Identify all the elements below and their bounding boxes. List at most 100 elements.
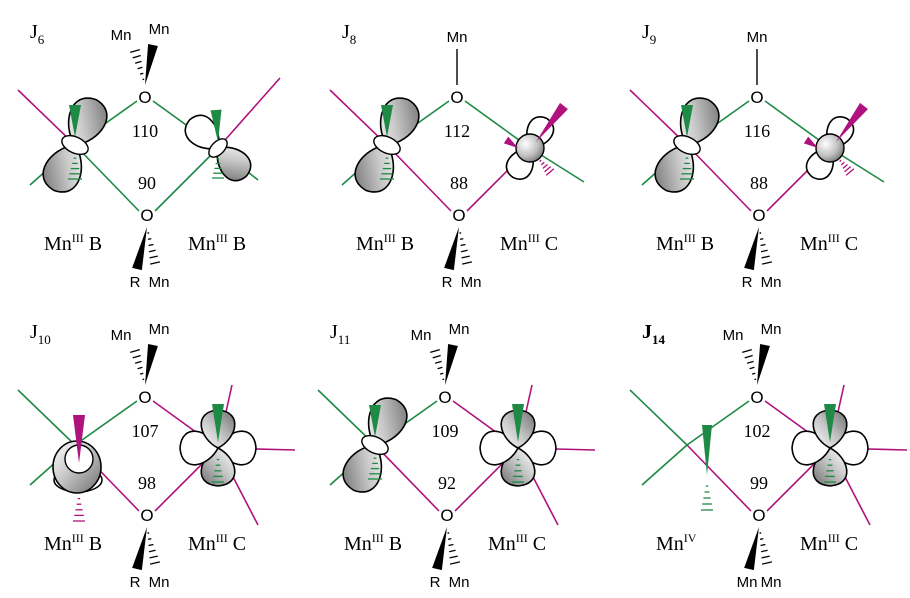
bridge-angle: 102: [744, 421, 771, 441]
bridge-angle: 88: [750, 173, 768, 193]
axial-hash: [212, 458, 224, 483]
bond: [217, 77, 281, 149]
bond: [686, 444, 752, 512]
axial-wedge: [512, 404, 524, 442]
orbital-lobe: [216, 146, 252, 182]
metal-label: MnIII B: [188, 231, 246, 255]
apical-wedge: [744, 227, 759, 271]
orbital-torus: [373, 134, 401, 156]
equatorial-wedge: [503, 136, 518, 148]
axial-wedge: [212, 404, 224, 442]
metal-label: MnIII B: [44, 531, 102, 555]
bond: [374, 444, 440, 512]
bridge-angle: 92: [438, 473, 456, 493]
bridge-angle: 109: [432, 421, 459, 441]
metal-label: MnIII C: [800, 531, 858, 555]
bond: [686, 144, 752, 212]
axial-hash: [539, 159, 555, 176]
axial-hash: [839, 159, 855, 176]
orbital-lobe: [342, 444, 383, 493]
apical-wedge: [432, 527, 447, 571]
metal-label: MnIII B: [44, 231, 102, 255]
ligand-label: R: [130, 274, 141, 291]
ligand-label: Mn: [149, 21, 170, 38]
panel-label: J10: [30, 321, 51, 347]
apical-hash: [742, 348, 757, 381]
axial-wedge: [210, 109, 222, 142]
oxygen-atom: O: [138, 388, 151, 407]
ligand-label: Mn: [149, 321, 170, 338]
ligand-label: R: [130, 574, 141, 591]
orbital-lobe: [354, 144, 395, 193]
apical-wedge: [132, 527, 147, 571]
oxygen-atom: O: [138, 88, 151, 107]
axial-wedge: [73, 415, 85, 463]
ligand-label: Mn: [747, 29, 768, 46]
ligand-label: Mn: [411, 327, 432, 344]
apical-hash: [130, 348, 145, 381]
axial-wedge: [369, 405, 381, 437]
bridge-angle: 99: [750, 473, 768, 493]
axial-hash: [512, 458, 524, 483]
bond: [641, 444, 688, 486]
ligand-label: Mn: [149, 274, 170, 291]
bridge-angle: 98: [138, 473, 156, 493]
metal-label: MnIII B: [656, 231, 714, 255]
bond: [74, 400, 138, 446]
apical-wedge: [145, 44, 158, 85]
orbital-torus: [673, 134, 701, 156]
axial-wedge: [381, 105, 393, 137]
metal-label: MnIV: [656, 531, 697, 555]
axial-wedge: [702, 425, 712, 475]
bridge-angle: 112: [444, 121, 470, 141]
apical-wedge: [444, 227, 459, 271]
apical-wedge: [757, 344, 770, 385]
ligand-label: Mn: [461, 274, 482, 291]
metal-label: MnIII C: [500, 231, 558, 255]
ligand-label: Mn: [111, 327, 132, 344]
apical-wedge: [145, 344, 158, 385]
bridge-angle: 90: [138, 173, 156, 193]
axial-wedge: [681, 105, 693, 137]
orbital-lobe: [42, 144, 83, 193]
metal-label: MnIII C: [800, 231, 858, 255]
ligand-label: Mn: [761, 574, 782, 591]
apical-hash: [147, 232, 161, 265]
bridge-angle: 116: [744, 121, 770, 141]
ligand-label: Mn: [449, 574, 470, 591]
panel-label: J9: [642, 21, 656, 47]
panel-label: J6: [30, 21, 45, 47]
metal-label: MnIII C: [488, 531, 546, 555]
ligand-label: R: [742, 274, 753, 291]
oxygen-atom: O: [752, 506, 765, 525]
metal-label: MnIII C: [188, 531, 246, 555]
bond: [629, 389, 688, 446]
bond: [386, 144, 452, 212]
orbital-torus: [208, 138, 228, 158]
axial-wedge: [536, 102, 568, 142]
oxygen-atom: O: [450, 88, 463, 107]
axial-hash: [73, 497, 85, 522]
axial-hash: [701, 485, 713, 511]
bridge-angle: 88: [450, 173, 468, 193]
oxygen-atom: O: [440, 506, 453, 525]
ligand-label: Mn: [447, 29, 468, 46]
ligand-label: R: [430, 574, 441, 591]
bond: [74, 144, 140, 212]
axial-hash: [68, 157, 82, 180]
apical-hash: [447, 532, 461, 565]
orbital-ball: [515, 133, 545, 163]
ligand-label: Mn: [449, 321, 470, 338]
bridge-angle: 107: [132, 421, 159, 441]
ligand-label: R: [442, 274, 453, 291]
oxygen-atom: O: [140, 506, 153, 525]
apical-hash: [147, 532, 161, 565]
metal-label: MnIII B: [344, 531, 402, 555]
